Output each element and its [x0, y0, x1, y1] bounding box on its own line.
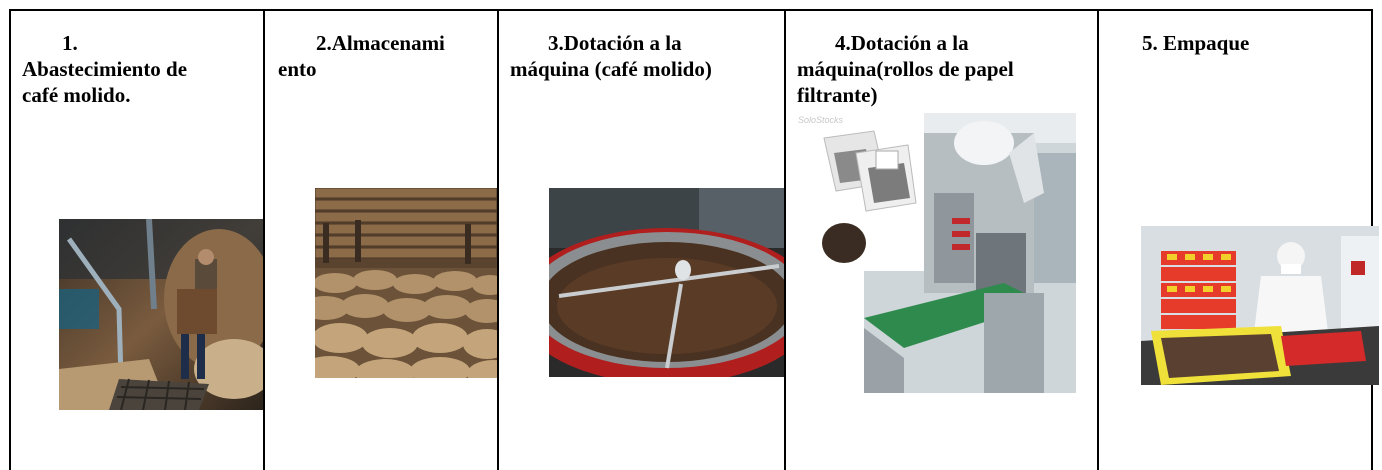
- packing-photo: [1141, 226, 1379, 385]
- step-2-title: 2.Almacenami ento: [278, 31, 445, 81]
- column-divider: [784, 9, 786, 470]
- step-5-title: 5. Empaque: [1142, 31, 1250, 55]
- column-divider: [263, 9, 265, 470]
- step-4-title: 4.Dotación a la máquina(rollos de papel …: [797, 31, 1014, 107]
- coffee-supply-photo: [59, 219, 263, 410]
- filter-bags-inset-photo: [796, 113, 924, 271]
- step-3-title: 3.Dotación a la máquina (café molido): [510, 31, 712, 81]
- column-divider: [1097, 9, 1099, 470]
- storage-photo: [315, 188, 497, 378]
- step-1-title: 1. Abastecimiento de café molido.: [22, 31, 188, 107]
- watermark-text: SoloStocks: [798, 115, 844, 125]
- column-divider: [497, 9, 499, 470]
- coffee-dosing-photo: [549, 188, 784, 377]
